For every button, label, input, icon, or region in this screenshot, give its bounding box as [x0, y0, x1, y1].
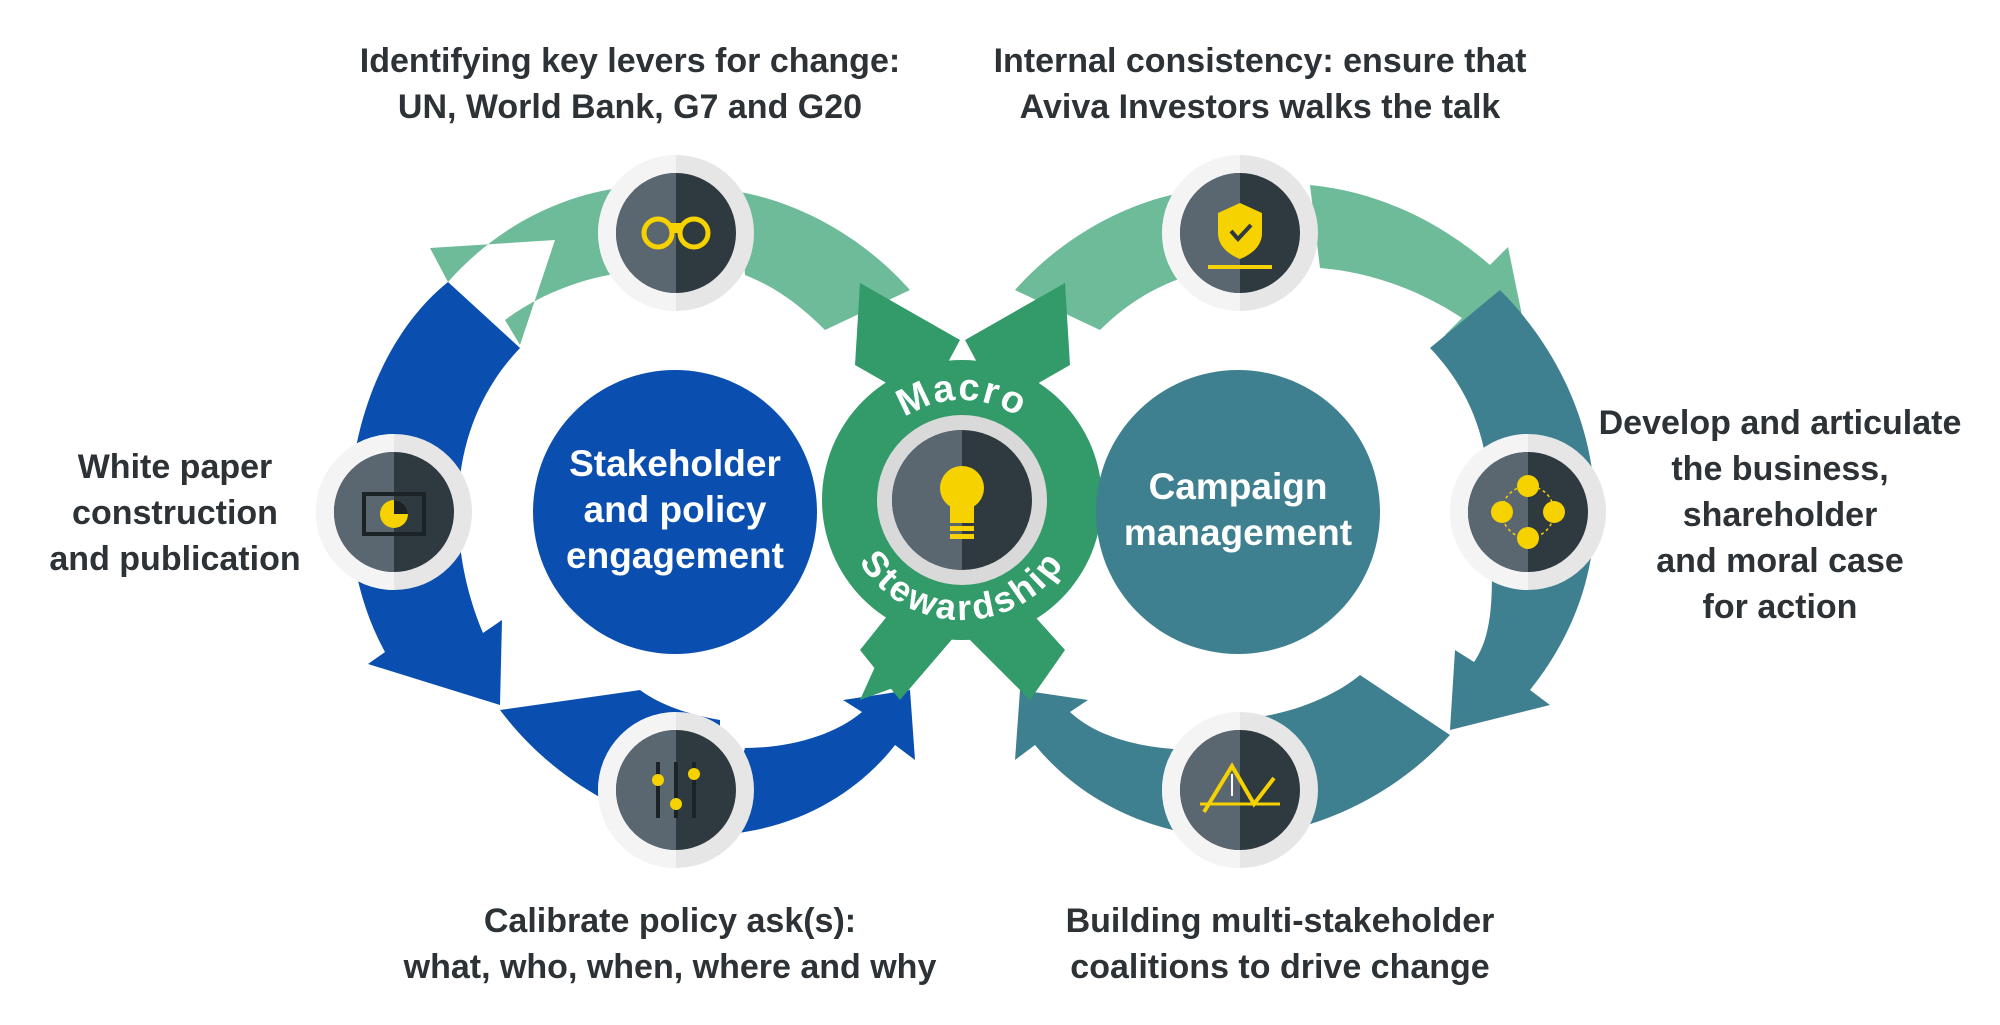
label-line: Develop and articulate: [1598, 404, 1962, 442]
left-hub-circle: [533, 370, 817, 654]
label-line: Building multi-stakeholder: [1065, 902, 1495, 940]
badge-bottom-right: [1162, 712, 1318, 868]
left-hub-line: engagement: [566, 535, 784, 576]
label-bottom-right: Building multi-stakeholder coalitions to…: [1000, 898, 1560, 990]
badge-right: [1450, 434, 1606, 590]
label-line: Internal consistency: ensure that: [993, 42, 1527, 80]
label-line: Calibrate policy ask(s):: [483, 902, 857, 940]
sliders-icon: [652, 762, 700, 818]
badge-left: [316, 434, 472, 590]
label-line: for action: [1702, 588, 1858, 626]
label-line: and moral case: [1656, 542, 1904, 580]
label-right: Develop and articulate the business, sha…: [1580, 400, 1980, 630]
center-ring-half: [892, 430, 962, 570]
label-line: White paper: [77, 448, 273, 486]
badge-bottom-left: [598, 712, 754, 868]
label-line: UN, World Bank, G7 and G20: [397, 88, 863, 126]
label-line: and publication: [49, 540, 301, 578]
left-hub-label: Stakeholder and policy engagement: [545, 441, 805, 579]
label-top-left: Identifying key levers for change: UN, W…: [330, 38, 930, 130]
label-line: Aviva Investors walks the talk: [1019, 88, 1501, 126]
shield-check-hand-icon: [1208, 203, 1272, 269]
label-top-right: Internal consistency: ensure that Aviva …: [960, 38, 1560, 130]
green-right-top-arc-2: [1310, 185, 1525, 335]
label-line: the business,: [1671, 450, 1889, 488]
line-graph-icon: [1200, 762, 1280, 814]
right-hub-label: Campaign management: [1108, 464, 1368, 556]
left-hub-line: and policy: [583, 489, 767, 530]
lightbulb-icon: [940, 466, 984, 539]
binoculars-icon: [641, 216, 711, 250]
right-loop: [1015, 185, 1595, 838]
right-hub-line: management: [1123, 512, 1353, 553]
label-line: shareholder: [1682, 496, 1878, 534]
blue-bottom-arrow-head: [718, 690, 915, 835]
label-line: construction: [72, 494, 278, 532]
briefcase-pie-chart-icon: [362, 492, 426, 536]
label-line: Identifying key levers for change:: [359, 42, 901, 80]
left-hub-line: Stakeholder: [569, 443, 781, 484]
badge-top-right: [1162, 155, 1318, 311]
right-hub-circle: [1096, 370, 1380, 654]
label-bottom-left: Calibrate policy ask(s): what, who, when…: [360, 898, 980, 990]
label-line: coalitions to drive change: [1070, 948, 1490, 986]
badge-top-left: [598, 155, 754, 311]
center-ribbon: Macro Stewardship: [822, 283, 1102, 700]
people-network-icon: [1491, 475, 1565, 549]
right-hub-line: Campaign: [1148, 466, 1328, 507]
label-left: White paper construction and publication: [20, 444, 330, 582]
label-line: what, who, when, where and why: [403, 948, 937, 986]
